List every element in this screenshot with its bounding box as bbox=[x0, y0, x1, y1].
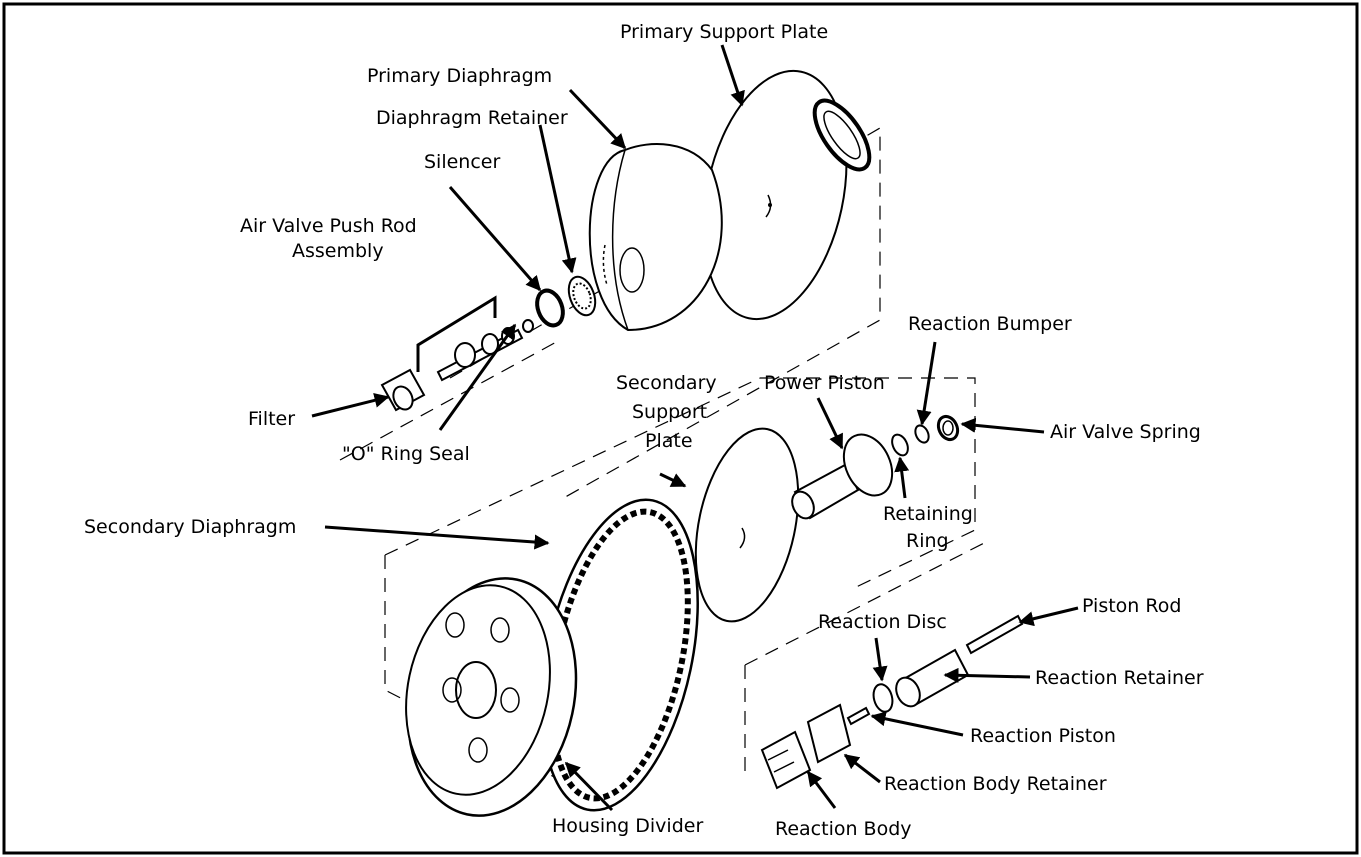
label-piston-rod: Piston Rod bbox=[1082, 595, 1181, 617]
power-piston-part bbox=[791, 433, 894, 520]
reaction-piston-part bbox=[846, 706, 871, 726]
piston-rod-part bbox=[965, 614, 1024, 655]
label-o-ring-seal: "O" Ring Seal bbox=[342, 443, 470, 465]
label-reaction-body: Reaction Body bbox=[775, 818, 912, 840]
label-air-valve-push-rod-line2: Assembly bbox=[292, 240, 384, 262]
primary-diaphragm-part bbox=[588, 143, 723, 332]
label-retaining-ring-line2: Ring bbox=[906, 530, 949, 552]
secondary-diaphragm-part bbox=[541, 498, 699, 812]
label-power-piston: Power Piston bbox=[764, 372, 885, 394]
retaining-ring-part bbox=[891, 433, 909, 457]
filter-part bbox=[380, 368, 426, 412]
label-housing-divider: Housing Divider bbox=[552, 815, 703, 837]
label-reaction-bumper: Reaction Bumper bbox=[908, 313, 1072, 335]
label-retaining-ring-line1: Retaining bbox=[883, 503, 973, 525]
air-valve-push-rod-part bbox=[436, 319, 534, 382]
reaction-body-retainer-part bbox=[806, 703, 852, 764]
label-secondary-support-plate-line1: Secondary bbox=[616, 372, 717, 394]
diaphragm-retainer-part bbox=[567, 275, 597, 317]
push-rod-bracket bbox=[416, 295, 497, 372]
label-diaphragm-retainer: Diaphragm Retainer bbox=[376, 107, 568, 129]
label-primary-support-plate: Primary Support Plate bbox=[620, 21, 828, 43]
label-primary-diaphragm: Primary Diaphragm bbox=[367, 65, 552, 87]
label-air-valve-spring: Air Valve Spring bbox=[1050, 421, 1201, 443]
label-secondary-support-plate-line3: Plate bbox=[645, 430, 693, 452]
label-reaction-disc: Reaction Disc bbox=[818, 611, 947, 633]
reaction-disc-part bbox=[872, 683, 894, 713]
reaction-body-part bbox=[760, 730, 812, 790]
label-air-valve-push-rod-line1: Air Valve Push Rod bbox=[240, 215, 417, 237]
label-silencer: Silencer bbox=[424, 151, 500, 173]
label-secondary-diaphragm: Secondary Diaphragm bbox=[84, 516, 296, 538]
leader-arrows bbox=[311, 44, 1079, 812]
label-filter: Filter bbox=[248, 408, 295, 430]
reaction-retainer-part bbox=[895, 648, 970, 708]
housing-divider-part bbox=[405, 577, 578, 817]
silencer-part bbox=[535, 288, 565, 328]
label-reaction-piston: Reaction Piston bbox=[970, 725, 1116, 747]
reaction-bumper-part bbox=[914, 424, 930, 444]
air-valve-spring-part bbox=[936, 414, 960, 442]
label-reaction-retainer: Reaction Retainer bbox=[1035, 667, 1204, 689]
primary-seal-part bbox=[812, 98, 872, 172]
label-reaction-body-retainer: Reaction Body Retainer bbox=[884, 773, 1107, 795]
secondary-support-plate-part bbox=[694, 427, 800, 623]
label-secondary-support-plate-line2: Support bbox=[632, 401, 707, 423]
